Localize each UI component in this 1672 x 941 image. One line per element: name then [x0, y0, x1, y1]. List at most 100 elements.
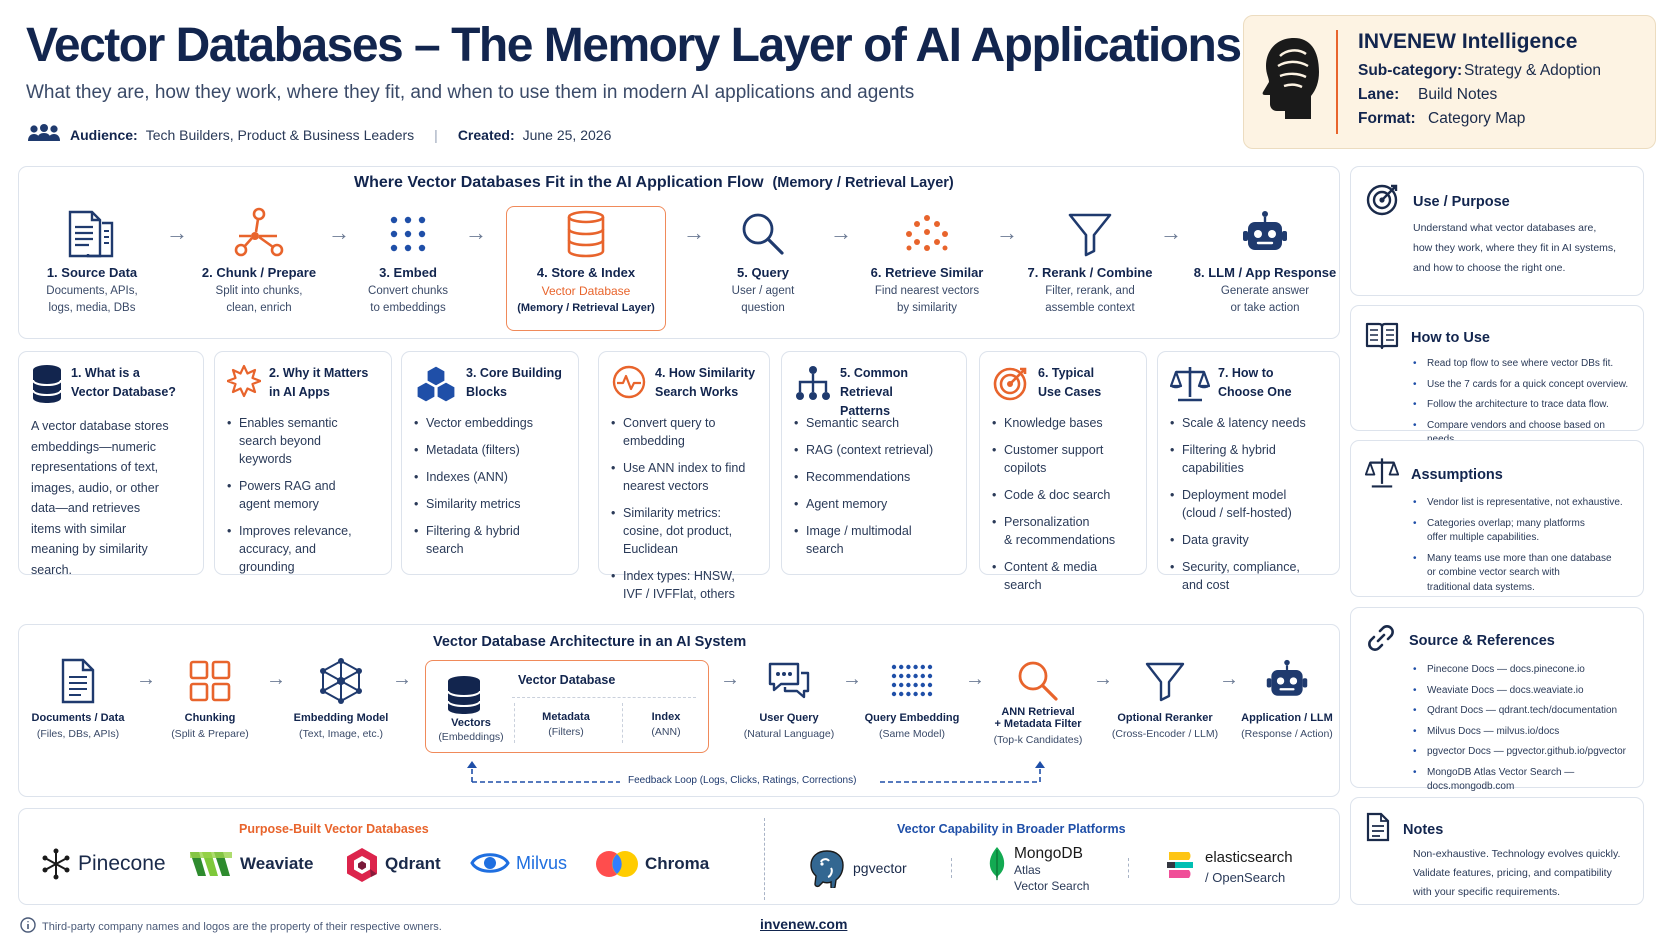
branch-nodes-icon	[184, 205, 334, 263]
robot-icon	[1236, 650, 1338, 712]
list-item: Knowledge bases	[992, 414, 1134, 432]
hierarchy-icon	[794, 364, 832, 407]
list-item: Read top flow to see where vector DBs fi…	[1413, 357, 1629, 372]
arch-step-documents: Documents / Data(Files, DBs, APIs)	[28, 650, 128, 741]
step-title: 8. LLM / App Response	[1193, 265, 1337, 280]
purpose-built-title: Purpose-Built Vector Databases	[239, 822, 429, 836]
arrow-right-icon: →	[1160, 220, 1182, 245]
step-title: 1. Source Data	[46, 265, 138, 280]
step-title: 2. Chunk / Prepare	[201, 265, 317, 280]
sidebar-sources: Source & References Pinecone Docs — docs…	[1350, 607, 1644, 792]
sidebar-how-to-use: How to Use Read top flow to see where ve…	[1350, 305, 1644, 445]
db-title: Vector Database	[518, 673, 616, 687]
flow-step-store-index: 4. Store & Index Vector Database(Memory …	[511, 205, 661, 317]
list-item: Pinecone Docs — docs.pinecone.io	[1413, 663, 1629, 678]
step-title: 5. Query	[736, 265, 790, 280]
starburst-icon	[226, 364, 262, 403]
scales-icon	[1364, 455, 1400, 494]
arrow-right-icon: →	[830, 220, 852, 245]
step-title: 7. Rerank / Combine	[1027, 265, 1153, 280]
dot-grid-icon	[862, 650, 962, 712]
how-to-use-title: How to Use	[1411, 329, 1490, 346]
dot-grid-icon	[333, 205, 483, 263]
site-link[interactable]: invenew.com	[760, 916, 848, 932]
list-item: Use the 7 cards for a quick concept over…	[1413, 378, 1629, 393]
created-value: June 25, 2026	[522, 126, 612, 143]
link-icon	[1365, 622, 1397, 659]
arrow-right-icon: →	[996, 220, 1018, 245]
elasticsearch-logo: elasticsearch/ OpenSearch	[1165, 848, 1293, 888]
list-item: Code & doc search	[992, 486, 1134, 504]
feedback-loop-line	[467, 761, 1045, 783]
funnel-icon	[1015, 205, 1165, 263]
card-list: Scale & latency needsFiltering & hybridc…	[1170, 414, 1327, 594]
format-value: Category Map	[1428, 110, 1526, 127]
database-icon	[31, 364, 63, 409]
target-icon	[992, 364, 1030, 407]
arch-step-embedding-model: Embedding Model(Text, Image, etc.)	[286, 650, 396, 741]
card-list: Knowledge basesCustomer supportcopilotsC…	[992, 414, 1134, 594]
flow-title-suffix: (Memory / Retrieval Layer)	[772, 175, 954, 191]
book-icon	[1365, 320, 1399, 355]
search-icon	[983, 650, 1093, 712]
arrow-right-icon: →	[392, 668, 412, 690]
step-desc: Vector Database(Memory / Retrieval Layer…	[517, 284, 655, 314]
flow-title: Where Vector Databases Fit in the AI App…	[354, 174, 954, 192]
footer-disclaimer: Third-party company names and logos are …	[20, 917, 442, 936]
brand-format: Format:Category Map	[1358, 110, 1525, 128]
vendors-card	[18, 808, 1340, 905]
sidebar-use-purpose: Use / Purpose Understand what vector dat…	[1350, 166, 1644, 296]
use-purpose-title: Use / Purpose	[1413, 193, 1510, 210]
assumptions-title: Assumptions	[1411, 466, 1503, 483]
audience-label: Audience:	[70, 126, 138, 143]
sources-list: Pinecone Docs — docs.pinecone.ioWeaviate…	[1413, 663, 1629, 795]
arrow-right-icon: →	[683, 220, 705, 245]
db-divider	[512, 697, 696, 698]
pulse-circle-icon	[611, 364, 647, 405]
list-item: Metadata (filters)	[414, 441, 566, 459]
qdrant-icon	[347, 848, 377, 882]
card-body-line: A vector database stores	[31, 419, 169, 433]
vendors-divider	[764, 818, 765, 900]
scales-icon	[1169, 364, 1211, 407]
arch-step-user-query: User Query(Natural Language)	[738, 650, 840, 741]
pinecone-logo: Pinecone	[40, 848, 166, 880]
brand-box: INVENEW Intelligence Sub-category:Strate…	[1243, 15, 1656, 149]
arrow-right-icon: →	[136, 668, 156, 690]
arch-step-application: Application / LLM(Response / Action)	[1236, 650, 1338, 741]
subcategory-value: Strategy & Adoption	[1464, 62, 1602, 79]
robot-icon	[1190, 205, 1340, 263]
created-label: Created:	[457, 126, 515, 143]
arrow-right-icon: →	[1093, 668, 1113, 690]
list-item: Security, compliance,and cost	[1170, 558, 1327, 594]
lane-value: Build Notes	[1418, 86, 1498, 103]
list-item: Vector embeddings	[414, 414, 566, 432]
flow-card	[18, 166, 1340, 339]
card-body-line: search.	[31, 562, 72, 577]
card-list: Semantic searchRAG (context retrieval)Re…	[794, 414, 954, 558]
arrow-right-icon: →	[328, 220, 350, 245]
audience-value: Tech Builders, Product & Business Leader…	[145, 126, 415, 143]
list-item: Weaviate Docs — docs.weaviate.io	[1413, 684, 1629, 699]
list-item: Agent memory	[794, 495, 954, 513]
list-item: Semantic search	[794, 414, 954, 432]
list-item: Similarity metrics:cosine, dot product,E…	[611, 504, 757, 558]
arrow-right-icon: →	[1219, 668, 1239, 690]
list-item: Milvus Docs — milvus.io/docs	[1413, 725, 1629, 740]
info-icon	[20, 917, 36, 936]
notes-text: Non-exhaustive. Technology evolves quick…	[1413, 848, 1621, 898]
arch-step-reranker: Optional Reranker(Cross-Encoder / LLM)	[1110, 650, 1220, 741]
flow-step-source-data: 1. Source Data Documents, APIs,logs, med…	[17, 205, 167, 317]
how-to-use-list: Read top flow to see where vector DBs fi…	[1413, 357, 1629, 448]
milvus-icon	[470, 853, 510, 873]
